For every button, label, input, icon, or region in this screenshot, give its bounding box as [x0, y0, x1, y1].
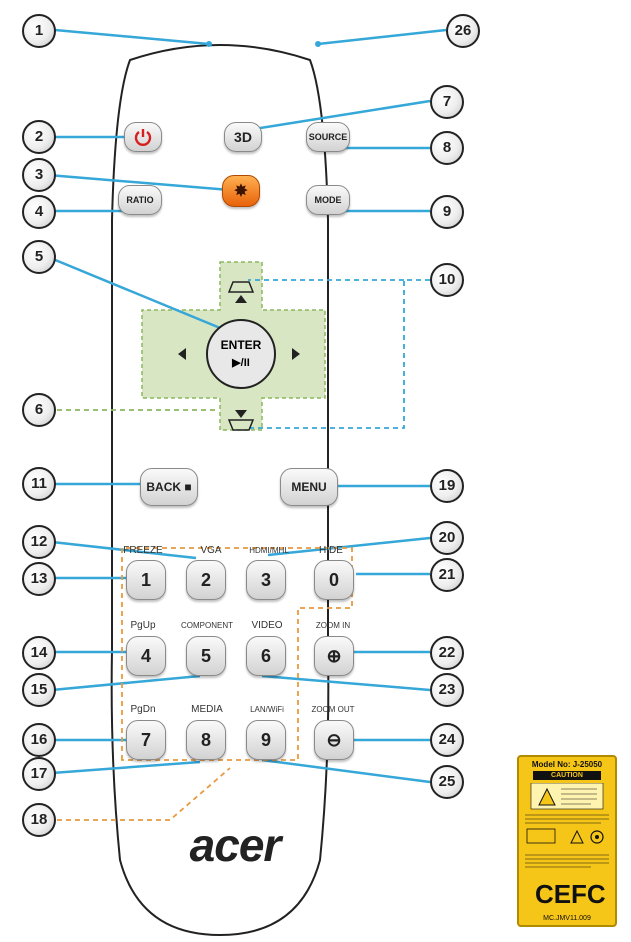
- callout-8: 8: [430, 131, 464, 165]
- power-icon: [134, 129, 152, 146]
- callout-23: 23: [430, 673, 464, 707]
- arrow-right-icon: [292, 348, 300, 360]
- remote-body: [110, 44, 330, 937]
- callout-11: 11: [22, 467, 56, 501]
- callout-3: 3: [22, 158, 56, 192]
- arrow-down-icon: [235, 410, 247, 418]
- key-2[interactable]: 2: [186, 560, 226, 600]
- menu-button[interactable]: MENU: [280, 468, 338, 506]
- ce-mark: CE: [535, 879, 572, 909]
- callout-13: 13: [22, 562, 56, 596]
- callout-7: 7: [430, 85, 464, 119]
- enter-button-shape: [206, 319, 276, 389]
- label-zoom-in: ZOOM IN: [315, 621, 351, 630]
- callout-25: 25: [430, 765, 464, 799]
- callout-1: 1: [22, 14, 56, 48]
- label-hide: HIDE: [319, 545, 343, 556]
- callout-12: 12: [22, 525, 56, 559]
- callout-9: 9: [430, 195, 464, 229]
- label-hdmi-mhl: HDMI/MHL: [249, 546, 289, 555]
- keystone-down-icon: [227, 419, 255, 431]
- callout-16: 16: [22, 723, 56, 757]
- label-freeze: FREEZE: [123, 545, 163, 556]
- power-button[interactable]: [124, 122, 162, 152]
- keystone-up-icon: [227, 281, 255, 293]
- callout-19: 19: [430, 469, 464, 503]
- leader-lines-dashed: [48, 279, 430, 821]
- enter-label: ENTER: [220, 338, 262, 352]
- label-model-code: MC.JMV11.009: [543, 915, 591, 922]
- label-pgdn: PgDn: [130, 704, 156, 715]
- key-8[interactable]: 8: [186, 720, 226, 760]
- brand-logo: acer: [189, 819, 282, 871]
- label-zoom-out: ZOOM OUT: [311, 705, 355, 714]
- callout-18: 18: [22, 803, 56, 837]
- callout-6: 6: [22, 393, 56, 427]
- callout-4: 4: [22, 195, 56, 229]
- label-component: COMPONENT: [181, 621, 233, 630]
- laser-icon: ✸: [234, 183, 248, 200]
- zoom-in-button[interactable]: ⊕: [314, 636, 354, 676]
- key-3[interactable]: 3: [246, 560, 286, 600]
- callout-10: 10: [430, 263, 464, 297]
- key-7[interactable]: 7: [126, 720, 166, 760]
- ratio-button[interactable]: RATIO: [118, 185, 162, 215]
- callout-5: 5: [22, 240, 56, 274]
- callout-20: 20: [430, 521, 464, 555]
- laser-warning-label: Model No: J-25050 CAUTION CE FC MC.JMV11…: [517, 755, 617, 927]
- label-media: MEDIA: [191, 704, 223, 715]
- 3d-button[interactable]: 3D: [224, 122, 262, 152]
- key-6[interactable]: 6: [246, 636, 286, 676]
- zoom-out-icon: ⊖: [326, 729, 342, 750]
- callout-26: 26: [446, 14, 480, 48]
- callout-22: 22: [430, 636, 464, 670]
- source-button[interactable]: SOURCE: [306, 122, 350, 152]
- mode-button[interactable]: MODE: [306, 185, 350, 215]
- label-pgup: PgUp: [130, 620, 156, 631]
- callout-17: 17: [22, 757, 56, 791]
- callout-21: 21: [430, 558, 464, 592]
- label-caution: CAUTION: [533, 771, 601, 780]
- fc-mark: FC: [571, 879, 606, 909]
- zoom-in-icon: ⊕: [326, 645, 342, 666]
- key-4[interactable]: 4: [126, 636, 166, 676]
- arrow-left-icon: [178, 348, 186, 360]
- key-0[interactable]: 0: [314, 560, 354, 600]
- key-9[interactable]: 9: [246, 720, 286, 760]
- label-video: VIDEO: [251, 620, 283, 631]
- leader-lines-solid: [47, 28, 447, 784]
- label-model: Model No: J-25050: [531, 760, 603, 769]
- callout-15: 15: [22, 673, 56, 707]
- laser-warning-icon: [525, 783, 609, 868]
- zoom-out-button[interactable]: ⊖: [314, 720, 354, 760]
- enter-button[interactable]: [207, 320, 275, 388]
- label-vga: VGA: [200, 545, 222, 556]
- play-pause-label: ▶/II: [232, 357, 250, 369]
- key-1[interactable]: 1: [126, 560, 166, 600]
- back-button[interactable]: BACK ■: [140, 468, 198, 506]
- callout-2: 2: [22, 120, 56, 154]
- arrow-up-icon: [235, 295, 247, 303]
- callout-24: 24: [430, 723, 464, 757]
- laser-button[interactable]: ✸: [222, 175, 260, 207]
- label-lan-wifi: LAN/WiFi: [250, 705, 284, 714]
- key-5[interactable]: 5: [186, 636, 226, 676]
- callout-14: 14: [22, 636, 56, 670]
